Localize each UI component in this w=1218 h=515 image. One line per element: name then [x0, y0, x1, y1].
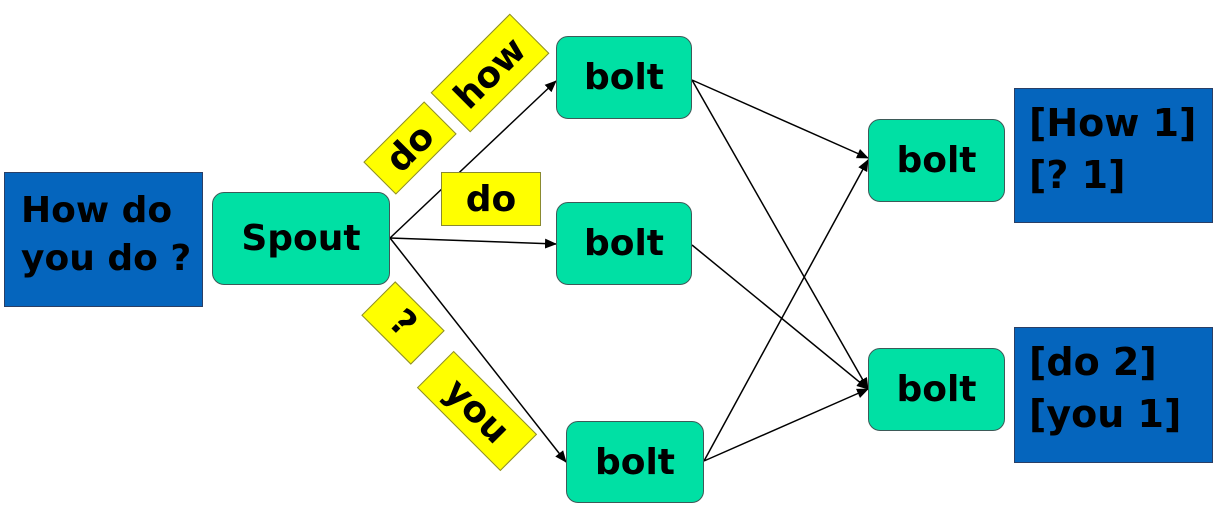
- tuple-do-flat-text: do: [465, 178, 517, 220]
- edge-spout-to-bolt-middle: [389, 237, 557, 249]
- bolt-node-middle: bolt: [556, 202, 692, 285]
- bolt-node-bottom: bolt: [566, 421, 704, 503]
- tuple-question-text: ?: [381, 301, 425, 345]
- bolt-right-top-label: bolt: [896, 140, 977, 181]
- bolt-node-right-bottom: bolt: [868, 348, 1005, 431]
- output-bottom-line-2: [you 1]: [1029, 392, 1182, 436]
- spout-node: Spout: [212, 192, 390, 285]
- input-line-2: you do ?: [21, 238, 192, 279]
- output-top-line-1: [How 1]: [1029, 101, 1197, 145]
- edge-spout-to-bolt-top: [389, 80, 557, 239]
- input-line-1: How do: [21, 190, 173, 231]
- output-box-bottom: [do 2] [you 1]: [1014, 327, 1213, 463]
- output-top-line-2: [? 1]: [1029, 153, 1126, 197]
- output-box-top: [How 1] [? 1]: [1014, 88, 1213, 223]
- tuple-tag-do-flat: do: [441, 172, 541, 226]
- edge-bolt-top-to-right-top: [691, 79, 869, 159]
- bolt-bottom-label: bolt: [594, 441, 676, 483]
- edge-bolt-middle-to-right-bottom: [691, 244, 869, 390]
- bolt-node-top: bolt: [556, 36, 692, 119]
- edge-bolt-top-to-right-bottom: [691, 79, 869, 390]
- bolt-right-bottom-label: bolt: [896, 369, 977, 410]
- bolt-top-label: bolt: [583, 57, 665, 98]
- bolt-node-right-top: bolt: [868, 119, 1005, 202]
- edge-bolt-bottom-to-right-top: [703, 159, 869, 462]
- spout-label: Spout: [241, 218, 361, 259]
- edge-bolt-bottom-to-right-bottom: [703, 388, 869, 462]
- edge-spout-to-bolt-bottom: [389, 237, 567, 463]
- bolt-middle-label: bolt: [583, 223, 665, 264]
- output-bottom-line-1: [do 2]: [1029, 340, 1157, 384]
- input-sentence-box: How do you do ?: [4, 172, 203, 307]
